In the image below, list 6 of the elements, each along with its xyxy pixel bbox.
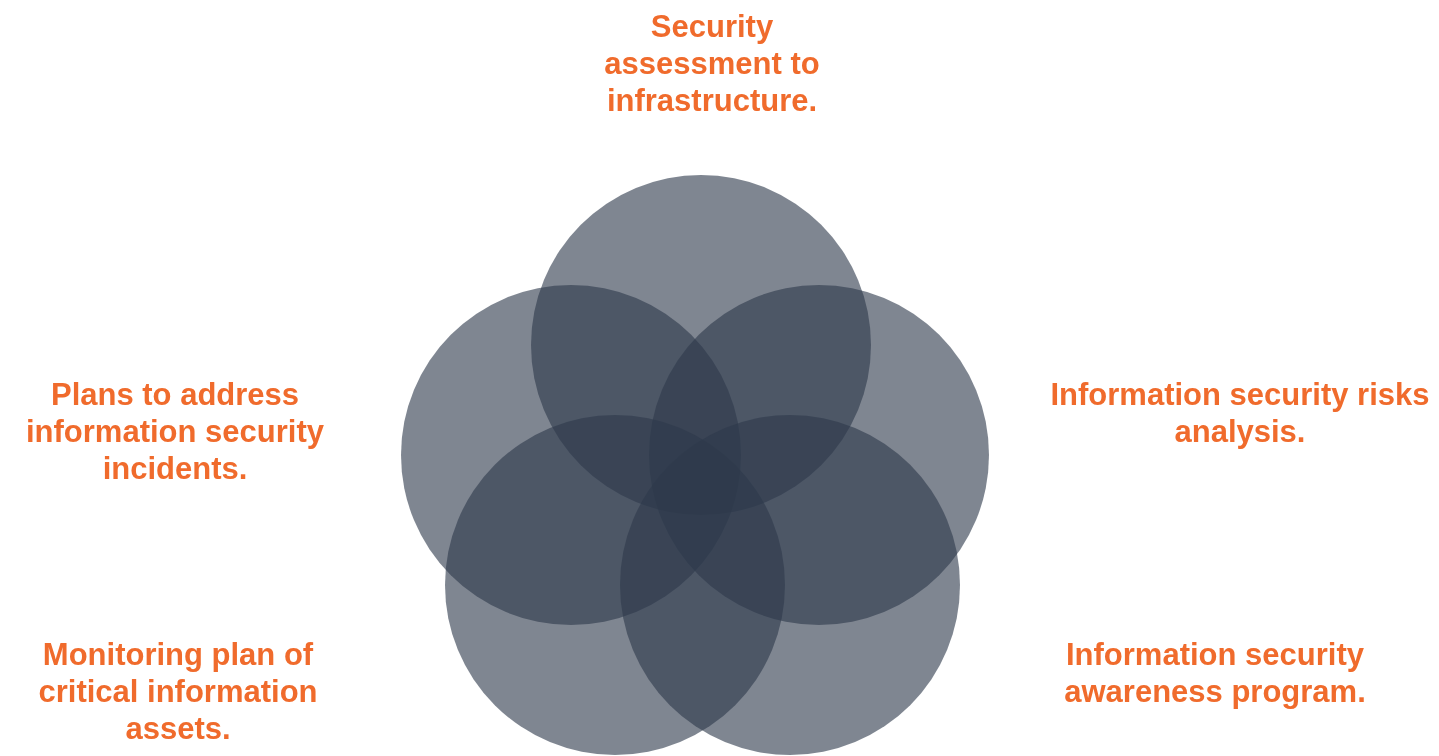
label-text: Information security risks analysis.	[1050, 376, 1430, 450]
label-text: Security assessment to infrastructure.	[603, 8, 821, 119]
label-text: Monitoring plan of critical information assets.	[37, 636, 319, 747]
circle	[620, 415, 960, 755]
label-text: Plans to address information security incidents.	[25, 376, 325, 487]
label-text: Information security awareness program.	[1063, 636, 1367, 710]
